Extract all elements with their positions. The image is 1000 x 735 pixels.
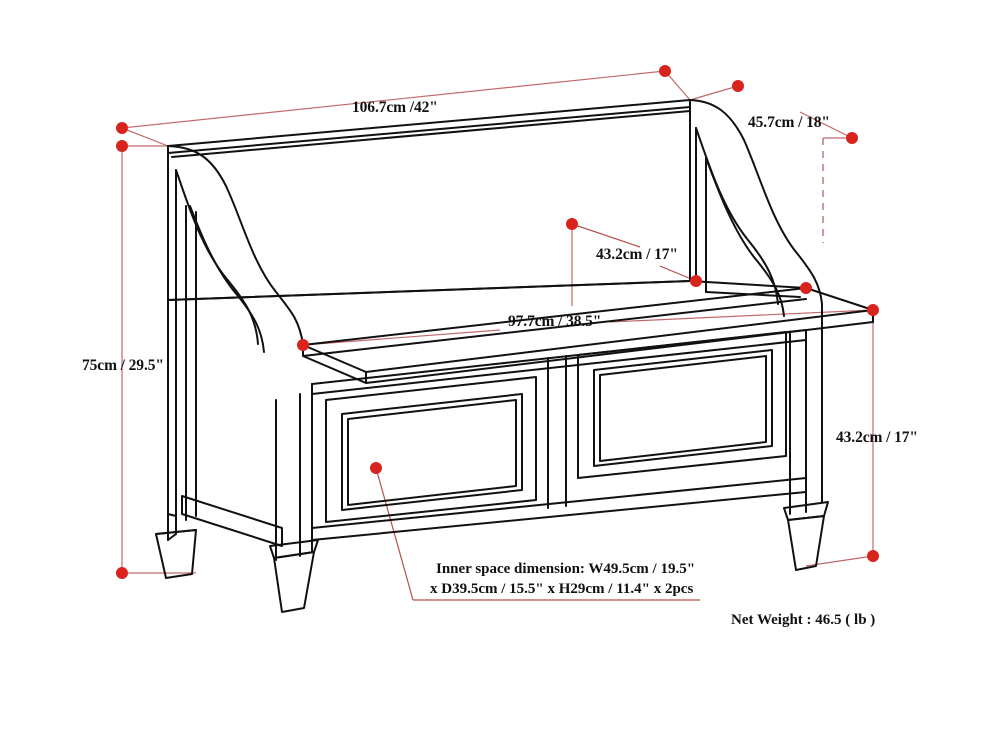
marker-depth-left (732, 80, 744, 92)
label-backrest-height: 43.2cm / 17" (596, 246, 678, 263)
dimension-labels-group: 106.7cm /42" 45.7cm / 18" 43.2cm / 17" 9… (82, 99, 918, 446)
inner-space-note-line2: x D39.5cm / 15.5" x H29cm / 11.4" x 2pcs (430, 581, 693, 597)
label-overall-width: 106.7cm /42" (352, 99, 438, 116)
left-arm-inner-curve (189, 205, 265, 353)
seat-back-lip (302, 298, 807, 357)
dim-line-depth-a (689, 85, 739, 101)
case-front-bottom-rail (311, 477, 807, 529)
marker-overall-height-top (116, 140, 128, 152)
right-arm-outer-curve (689, 99, 823, 305)
drawer-right-inner (593, 349, 773, 467)
marker-seat-height-top (867, 304, 879, 316)
marker-overall-width-right (659, 65, 671, 77)
marker-inner-space-leader (370, 462, 382, 474)
drawer-left-inner (341, 393, 523, 511)
dim-connector-top-right (664, 70, 691, 101)
backrest-panel (167, 106, 691, 301)
drawer-right-inner-2 (599, 355, 767, 462)
marker-backrest-top (566, 218, 578, 230)
foot-left-rear-cap (155, 529, 197, 535)
backrest-bottom-rail-a (167, 280, 691, 301)
label-overall-depth: 45.7cm / 18" (748, 114, 830, 131)
marker-overall-width-left (116, 122, 128, 134)
bench-drawing-group (155, 99, 874, 613)
foot-left-rear (155, 529, 197, 579)
drawer-left-inner-2 (347, 399, 517, 506)
marker-backrest-right (800, 282, 812, 294)
case-front-bottom-rail-2 (311, 491, 807, 541)
drawer-left-outer (325, 376, 537, 523)
marker-depth-right (846, 132, 858, 144)
label-seat-width: 97.7cm / 38.5" (508, 313, 601, 330)
label-overall-height: 75cm / 29.5" (82, 357, 164, 374)
dimension-markers-group (116, 65, 879, 579)
marker-seat-width-left (297, 339, 309, 351)
left-stretcher-rail (181, 495, 283, 547)
net-weight-label: Net Weight : 46.5 ( lb ) (731, 612, 875, 628)
dim-line-depth-b (799, 111, 853, 139)
case-front-top-rail-2 (311, 339, 807, 395)
marker-backrest-corner (690, 275, 702, 287)
foot-right-taper (787, 515, 825, 571)
left-side-bottom-rail (167, 513, 177, 541)
leader-inner-space (375, 467, 414, 601)
inner-space-note-line1: Inner space dimension: W49.5cm / 19.5" (436, 561, 695, 577)
right-side-seat-link (689, 280, 807, 289)
dim-line-overall-width (121, 70, 666, 129)
label-seat-height: 43.2cm / 17" (836, 429, 918, 446)
marker-seat-height-bottom (867, 550, 879, 562)
right-arm-inner-curve-2 (695, 127, 779, 305)
left-arm-inner-curve-2 (175, 169, 259, 345)
dim-line-seat-width (302, 329, 501, 346)
annotations-group: Inner space dimension: W49.5cm / 19.5" x… (430, 561, 875, 628)
dim-line-seat-width-2 (609, 309, 874, 323)
left-arm-outer-curve (167, 145, 304, 346)
marker-overall-height-bottom (116, 567, 128, 579)
drawer-right-outer (577, 331, 787, 479)
backrest-top-rail-inner (171, 110, 691, 158)
dim-leader-backrest (571, 223, 641, 248)
dim-connector-top-left (121, 127, 169, 147)
foot-left-front-taper (273, 551, 315, 613)
